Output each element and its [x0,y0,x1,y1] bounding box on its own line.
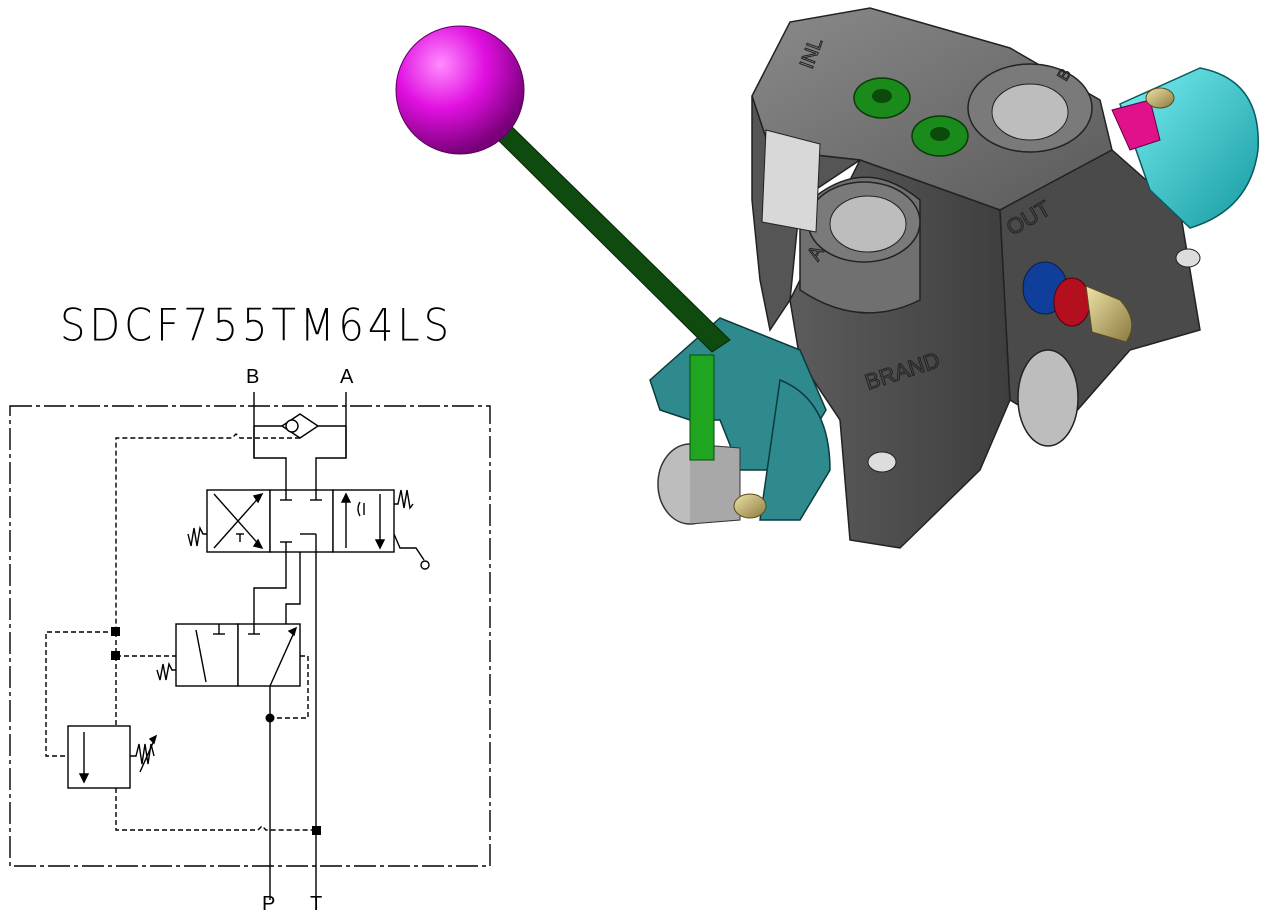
spring-main-right [394,489,414,510]
port-label-t: T [310,893,323,915]
lever-knob [395,25,525,155]
port-label-b: B [246,366,260,388]
relief-brass-cap [1085,285,1133,343]
pilot-line-top [115,433,300,632]
spring-main-left [187,525,207,547]
lever-arm [487,119,731,353]
diagram-title: SDCF755TM64LS [60,300,453,352]
port-label-a: A [340,366,354,388]
relief-valve [67,725,131,789]
manual-lever [393,533,425,561]
relief-red-ring [1053,277,1091,327]
logic-valve-box-1 [175,623,239,687]
pilot-solenoid [1119,67,1259,229]
port-label-p: P [262,893,276,915]
lever-shaft [689,354,715,461]
valve-envelope [9,405,491,867]
spring-logic-left [156,661,176,681]
